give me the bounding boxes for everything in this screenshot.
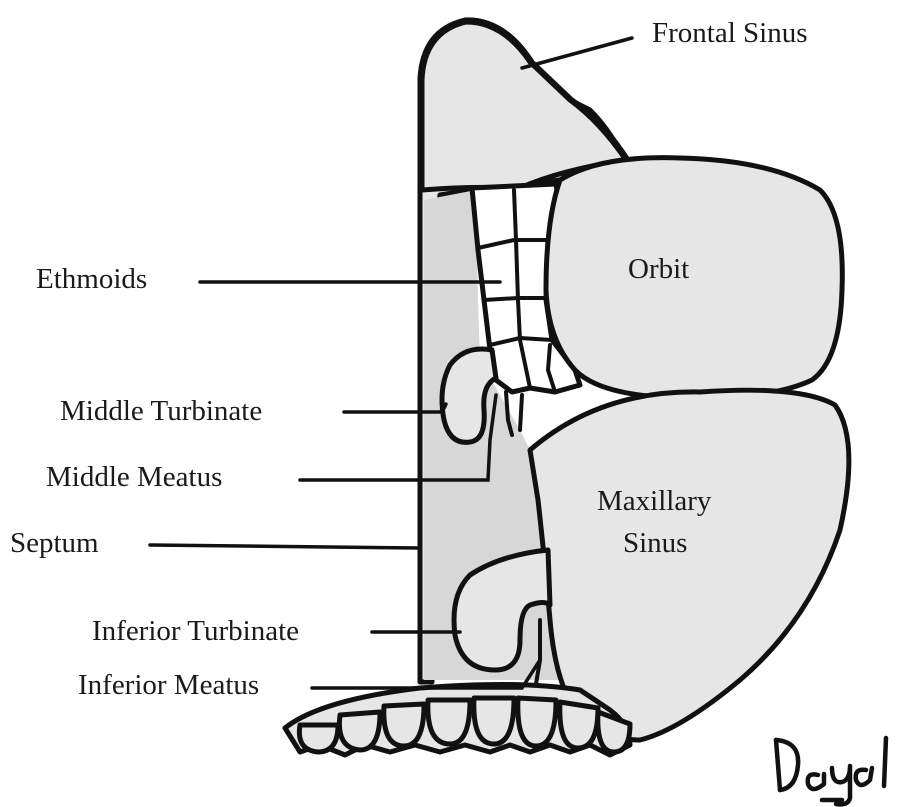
label-maxillary-sinus-line2: Sinus [623, 527, 687, 559]
leader-septum [150, 545, 420, 548]
artist-signature [776, 738, 886, 804]
label-septum: Septum [10, 527, 99, 559]
label-middle-turbinate: Middle Turbinate [60, 395, 262, 427]
label-inferior-turbinate: Inferior Turbinate [92, 615, 299, 647]
label-frontal-sinus: Frontal Sinus [652, 17, 808, 49]
label-middle-meatus: Middle Meatus [46, 461, 222, 493]
label-maxillary-sinus-line1: Maxillary [597, 485, 712, 517]
ethmoid-divider [484, 298, 546, 300]
label-orbit: Orbit [628, 253, 689, 285]
orbit [546, 158, 842, 399]
label-ethmoids: Ethmoids [36, 263, 147, 295]
middle-meatus-line [520, 395, 522, 430]
leader-frontal-sinus [522, 38, 632, 68]
label-inferior-meatus: Inferior Meatus [78, 669, 259, 701]
